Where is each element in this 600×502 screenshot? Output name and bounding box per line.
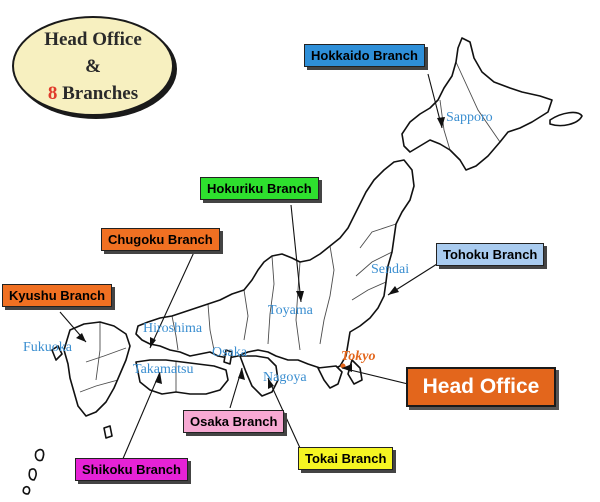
chugoku-branch-label[interactable]: Chugoku Branch xyxy=(101,228,220,251)
city-takamatsu: Takamatsu xyxy=(133,362,194,377)
kyushu-branch-label[interactable]: Kyushu Branch xyxy=(2,284,113,307)
city-nagoya: Nagoya xyxy=(263,370,307,385)
tokai-branch-label[interactable]: Tokai Branch xyxy=(298,447,394,470)
goto-islands xyxy=(51,345,63,361)
city-fukuoka: Fukuoka xyxy=(23,340,72,355)
hokkaido-branch-label[interactable]: Hokkaido Branch xyxy=(304,44,425,67)
legend-branches: Branches xyxy=(62,82,139,104)
southern-island-2 xyxy=(28,468,37,481)
izu-peninsula xyxy=(317,365,343,389)
shikoku-island xyxy=(135,359,229,395)
legend-title: Head Office xyxy=(44,28,142,50)
kyushu-island xyxy=(63,321,131,417)
tohoku-branch-label[interactable]: Tohoku Branch xyxy=(436,243,545,266)
legend-oval: Head Office & 8 Branches xyxy=(12,16,174,116)
legend-ampersand: & xyxy=(85,55,101,77)
eastern-island xyxy=(549,111,583,127)
legend-count: 8 xyxy=(47,82,58,104)
city-sapporo: Sapporo xyxy=(446,110,493,125)
honshu-island xyxy=(135,159,415,371)
tanegashima-island xyxy=(103,425,113,439)
osaka-branch-label[interactable]: Osaka Branch xyxy=(183,410,285,433)
city-hiroshima: Hiroshima xyxy=(143,321,203,336)
city-sendai: Sendai xyxy=(371,262,410,277)
head-office-label[interactable]: Head Office xyxy=(406,367,556,407)
city-tokyo: Tokyo xyxy=(341,349,376,364)
city-osaka: Osaka xyxy=(212,345,247,360)
hokuriku-branch-label[interactable]: Hokuriku Branch xyxy=(200,177,319,200)
shikoku-branch-label[interactable]: Shikoku Branch xyxy=(75,458,188,481)
southern-island-3 xyxy=(22,485,31,495)
legend-count-line: 8 Branches xyxy=(48,80,138,107)
city-toyama: Toyama xyxy=(268,303,313,318)
southern-island-1 xyxy=(34,448,45,462)
hokkaido-island xyxy=(401,37,553,171)
awaji-island xyxy=(223,349,233,365)
